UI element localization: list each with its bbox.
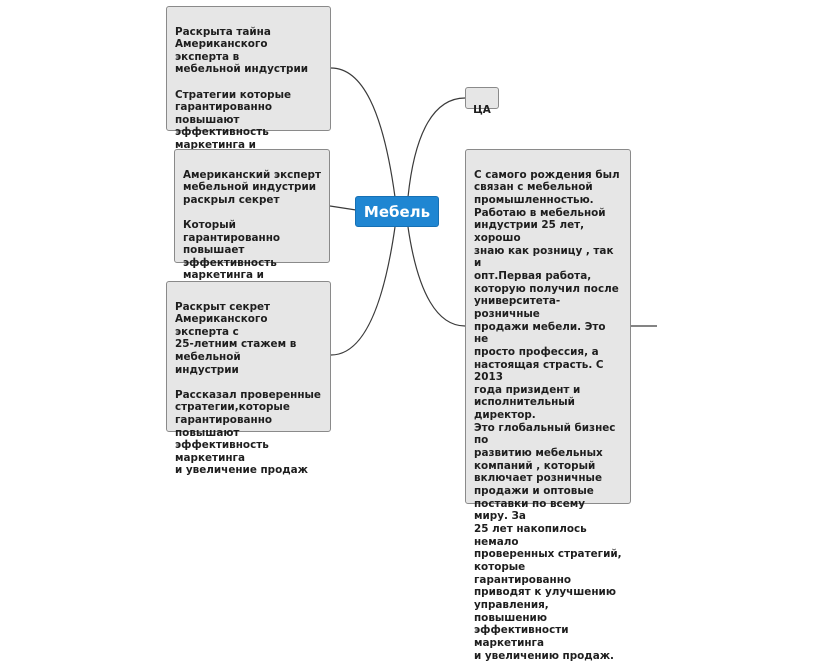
topic-text: Раскрыт секрет Американского эксперта с …	[175, 300, 321, 477]
connector-to-topic-1	[330, 67, 396, 198]
connector-to-topic-3	[330, 226, 396, 356]
connector-to-topic-2	[329, 205, 357, 211]
central-topic[interactable]: Мебель	[355, 196, 439, 227]
connector-lines	[329, 67, 657, 356]
central-topic-label: Мебель	[363, 202, 431, 221]
topic-text: С самого рождения был связан с мебельной…	[474, 168, 622, 662]
topic-text: ЦА	[473, 103, 491, 116]
topic-expert-secret-48h[interactable]: Раскрыта тайна Американского эксперта в …	[166, 6, 331, 176]
topic-expert-25-years[interactable]: Раскрыт секрет Американского эксперта с …	[166, 281, 331, 476]
topic-biography[interactable]: С самого рождения был связан с мебельной…	[465, 149, 631, 662]
connector-to-topic-5	[407, 226, 466, 327]
connector-to-topic-4	[407, 97, 466, 198]
topic-target-audience[interactable]: ЦА	[465, 87, 499, 116]
topic-expert-secret-24h[interactable]: Американский эксперт мебельной индустрии…	[174, 149, 330, 307]
